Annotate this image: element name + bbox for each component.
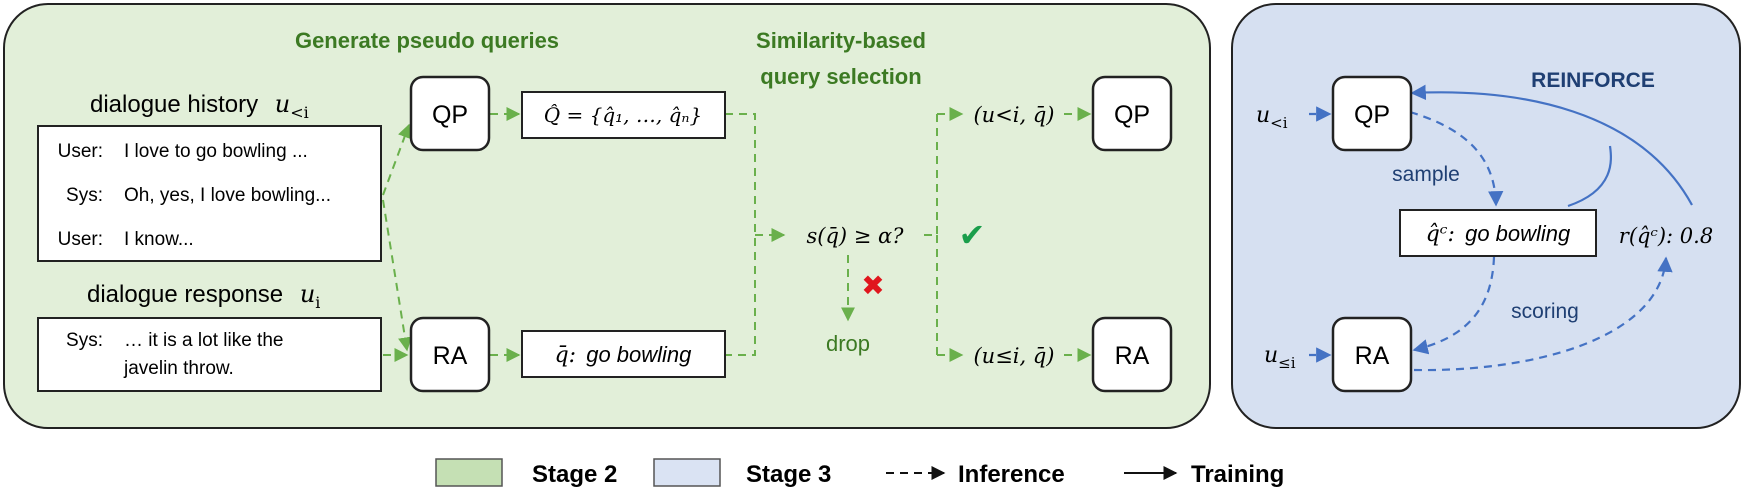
qp-box-stage3 xyxy=(1331,75,1413,152)
selection-title-line1: Similarity-based xyxy=(756,28,926,53)
arrow-qc-feedback xyxy=(1567,145,1613,208)
qbar-box xyxy=(521,330,726,378)
history-row1-text: I love to go bowling ... xyxy=(124,141,308,162)
pair-bottom: (u≤i, q̄) xyxy=(973,344,1054,368)
arrow-scoring xyxy=(1412,256,1496,355)
arrow-reward-to-qp xyxy=(1410,84,1693,206)
response-speaker: Sys: xyxy=(66,330,103,351)
ra-label-stage2-right: RA xyxy=(1115,342,1150,370)
qc-label: q̂ᶜ: go bowling xyxy=(1426,221,1571,247)
history-row3-speaker: User: xyxy=(58,229,103,250)
qp-label: QP xyxy=(432,101,468,129)
line-condition-branch xyxy=(924,114,938,355)
ra-label: RA xyxy=(433,342,468,370)
pair-top: (u<i, q̄) xyxy=(973,103,1054,127)
stage3-input-top: u<i xyxy=(1256,103,1288,132)
history-row3-text: I know... xyxy=(124,229,194,250)
reinforce-title: REINFORCE xyxy=(1531,69,1655,92)
line-qhat-merge xyxy=(725,113,756,356)
check-icon: ✔ xyxy=(959,216,986,254)
sample-label: sample xyxy=(1392,163,1460,186)
legend-stage3-label: Stage 3 xyxy=(746,461,831,488)
cross-icon: ✖ xyxy=(861,269,884,302)
qp-box xyxy=(409,75,491,152)
response-line2: javelin throw. xyxy=(123,358,234,379)
qp-label-stage3: QP xyxy=(1354,101,1390,129)
scoring-label: scoring xyxy=(1511,300,1579,323)
history-box xyxy=(37,125,382,262)
history-row2-text: Oh, yes, I love bowling... xyxy=(124,185,331,206)
arrow-ra-to-reward xyxy=(1413,256,1673,372)
ra-box xyxy=(409,316,491,393)
qc-box xyxy=(1399,209,1597,257)
arrow-sample xyxy=(1409,110,1504,207)
selection-title-line2: query selection xyxy=(760,64,921,89)
qhat-set-box xyxy=(521,91,726,139)
legend-stage2-label: Stage 2 xyxy=(532,461,617,488)
history-title: dialogue history u<i xyxy=(90,90,309,122)
legend-training-label: Training xyxy=(1191,461,1284,488)
response-line1: … it is a lot like the xyxy=(124,330,283,351)
qp-label-stage2-right: QP xyxy=(1114,101,1150,129)
legend-inference-label: Inference xyxy=(958,461,1065,488)
qp-box-stage2-right xyxy=(1091,75,1173,152)
similarity-condition: s(q̄) ≥ α? xyxy=(807,224,905,248)
generate-title: Generate pseudo queries xyxy=(295,28,559,53)
stage3-input-bottom: u≤i xyxy=(1264,343,1296,372)
legend-stage2-swatch xyxy=(435,458,503,487)
drop-label: drop xyxy=(826,331,870,356)
reward-label: r(q̂ᶜ): 0.8 xyxy=(1619,224,1713,248)
legend-stage3-swatch xyxy=(653,458,721,487)
ra-box-stage3 xyxy=(1331,316,1413,393)
arrow-history-to-qp xyxy=(382,123,412,196)
arrow-history-to-ra xyxy=(382,199,412,352)
ra-box-stage2-right xyxy=(1091,316,1173,393)
response-box xyxy=(37,317,382,392)
history-row2-speaker: Sys: xyxy=(66,185,103,206)
response-title: dialogue response ui xyxy=(87,280,320,312)
qbar-label: q̄: go bowling xyxy=(555,342,693,368)
history-row1-speaker: User: xyxy=(58,141,103,162)
ra-label-stage3: RA xyxy=(1355,342,1390,370)
qhat-set-label: Q̂ = {q̂₁, …, q̂ₙ} xyxy=(544,103,702,127)
